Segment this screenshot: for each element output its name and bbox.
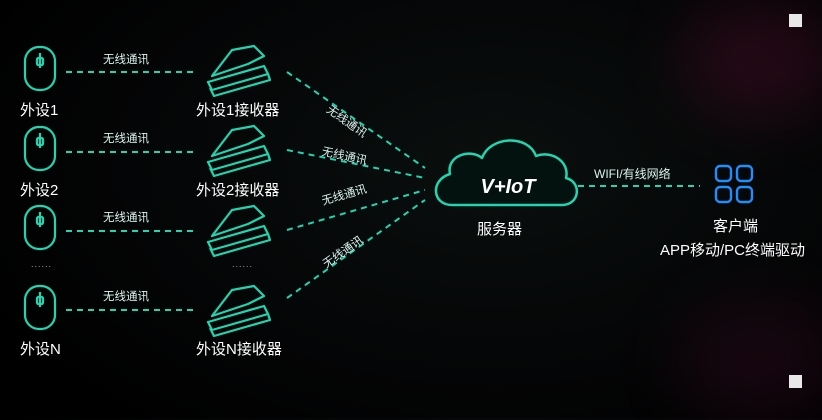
- mouse-icon: [23, 45, 57, 92]
- receiver-label-1: 外设1接收器: [196, 102, 280, 119]
- link-label-4: 无线通讯: [103, 291, 149, 303]
- device-label-n: 外设N: [20, 341, 61, 358]
- corner-decoration: [789, 375, 802, 388]
- client-subtitle: APP移动/PC终端驱动: [660, 242, 806, 259]
- device-label-ellipsis: ......: [31, 259, 53, 269]
- mouse-icon: [23, 284, 57, 331]
- uplink-line-3: [286, 189, 426, 231]
- client-title: 客户端: [713, 218, 759, 235]
- mouse-icon: [23, 125, 57, 172]
- receiver-label-n: 外设N接收器: [196, 341, 282, 358]
- device-label-1: 外设1: [20, 102, 59, 119]
- mouse-icon: [23, 204, 57, 251]
- network-label: WIFI/有线网络: [594, 167, 671, 181]
- receiver-label-2: 外设2接收器: [196, 182, 280, 199]
- receiver-label-ellipsis: ......: [232, 259, 254, 269]
- link-label-3: 无线通讯: [103, 212, 149, 224]
- corner-decoration: [789, 14, 802, 27]
- server-label: 服务器: [477, 221, 523, 238]
- uplink-line-2: [286, 149, 426, 179]
- device-label-2: 外设2: [20, 182, 59, 199]
- link-label-2: 无线通讯: [103, 133, 149, 145]
- server-logo: V+IoT: [480, 176, 537, 198]
- link-label-1: 无线通讯: [103, 54, 149, 66]
- corner-glow: [680, 300, 822, 420]
